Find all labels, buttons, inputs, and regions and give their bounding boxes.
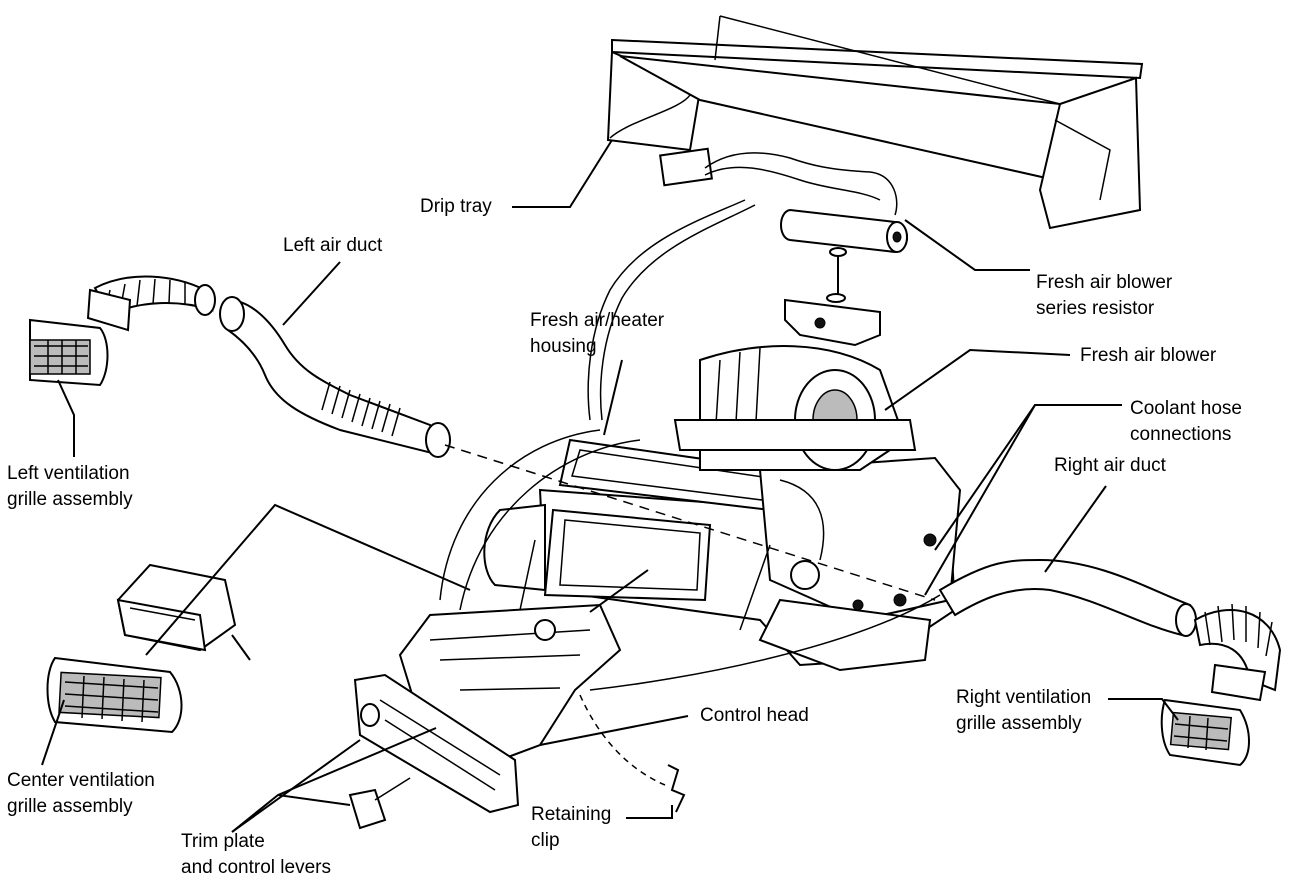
left-air-duct-label: Left air duct [283,235,383,256]
label-line: Right ventilation [956,687,1092,708]
label-line: Coolant hose [1130,398,1242,419]
label-line: and control levers [181,857,331,878]
label-line: housing [530,336,597,357]
left-ventilation-grille-assembly-label: Left ventilation grille assembly [7,461,133,513]
label-line: Trim plate [181,831,265,852]
fresh-air-heater-housing-label: Fresh air/heater housing [530,308,664,360]
heater-housing-part [483,345,962,672]
label-line: Fresh air blower [1036,272,1173,293]
fresh-air-blower-label: Fresh air blower [1080,345,1217,366]
assembly-axis [444,444,936,601]
fresh-air-blower-series-resistor-label: Fresh air blower series resistor [1036,270,1172,322]
label-line: series resistor [1036,298,1155,319]
retaining-clip-label: Retaining clip [531,802,611,854]
control-head-label: Control head [700,705,809,726]
label-line: clip [531,830,560,851]
center-ventilation-grille-part [46,563,237,734]
trim-plate-and-control-levers-label: Trim plate and control levers [181,829,331,881]
label-line: Left ventilation [7,463,130,484]
drip-tray-part [606,15,1144,230]
left-air-duct-part [29,275,451,458]
label-line: grille assembly [956,713,1082,734]
label-line: Retaining [531,804,612,825]
right-air-duct-label: Right air duct [1054,455,1166,476]
control-head-part [348,603,622,830]
label-line: grille assembly [7,489,133,510]
coolant-hose-connections-label: Coolant hose connections [1130,396,1242,448]
label-line: grille assembly [7,796,133,817]
label-line: Fresh air/heater [530,310,665,331]
drip-tray-label: Drip tray [420,196,492,217]
right-ventilation-grille-assembly-label: Right ventilation grille assembly [956,685,1091,737]
control-cables [439,429,941,691]
center-ventilation-grille-assembly-label: Center ventilation grille assembly [7,768,155,820]
leader-lines [41,139,1179,833]
resistor-harness-part [587,147,908,421]
retaining-clip-part [579,694,686,813]
label-line: Center ventilation [7,770,155,791]
right-air-duct-part [938,558,1282,767]
label-line: connections [1130,424,1232,445]
